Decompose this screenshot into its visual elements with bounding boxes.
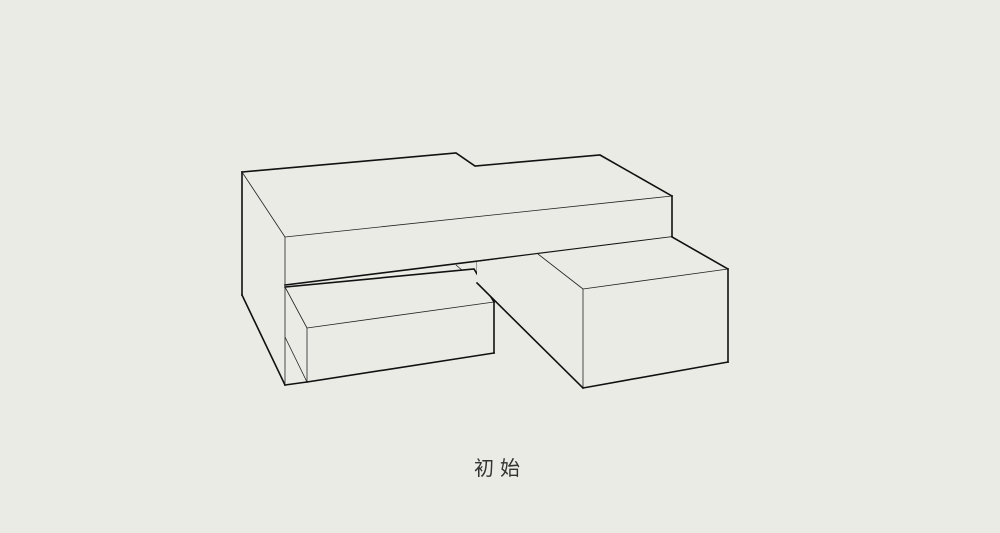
diagram-caption: 初始 bbox=[474, 456, 526, 480]
lower-left-block bbox=[284, 268, 496, 386]
upper-slab bbox=[240, 152, 674, 387]
lower-right-block bbox=[475, 235, 730, 390]
